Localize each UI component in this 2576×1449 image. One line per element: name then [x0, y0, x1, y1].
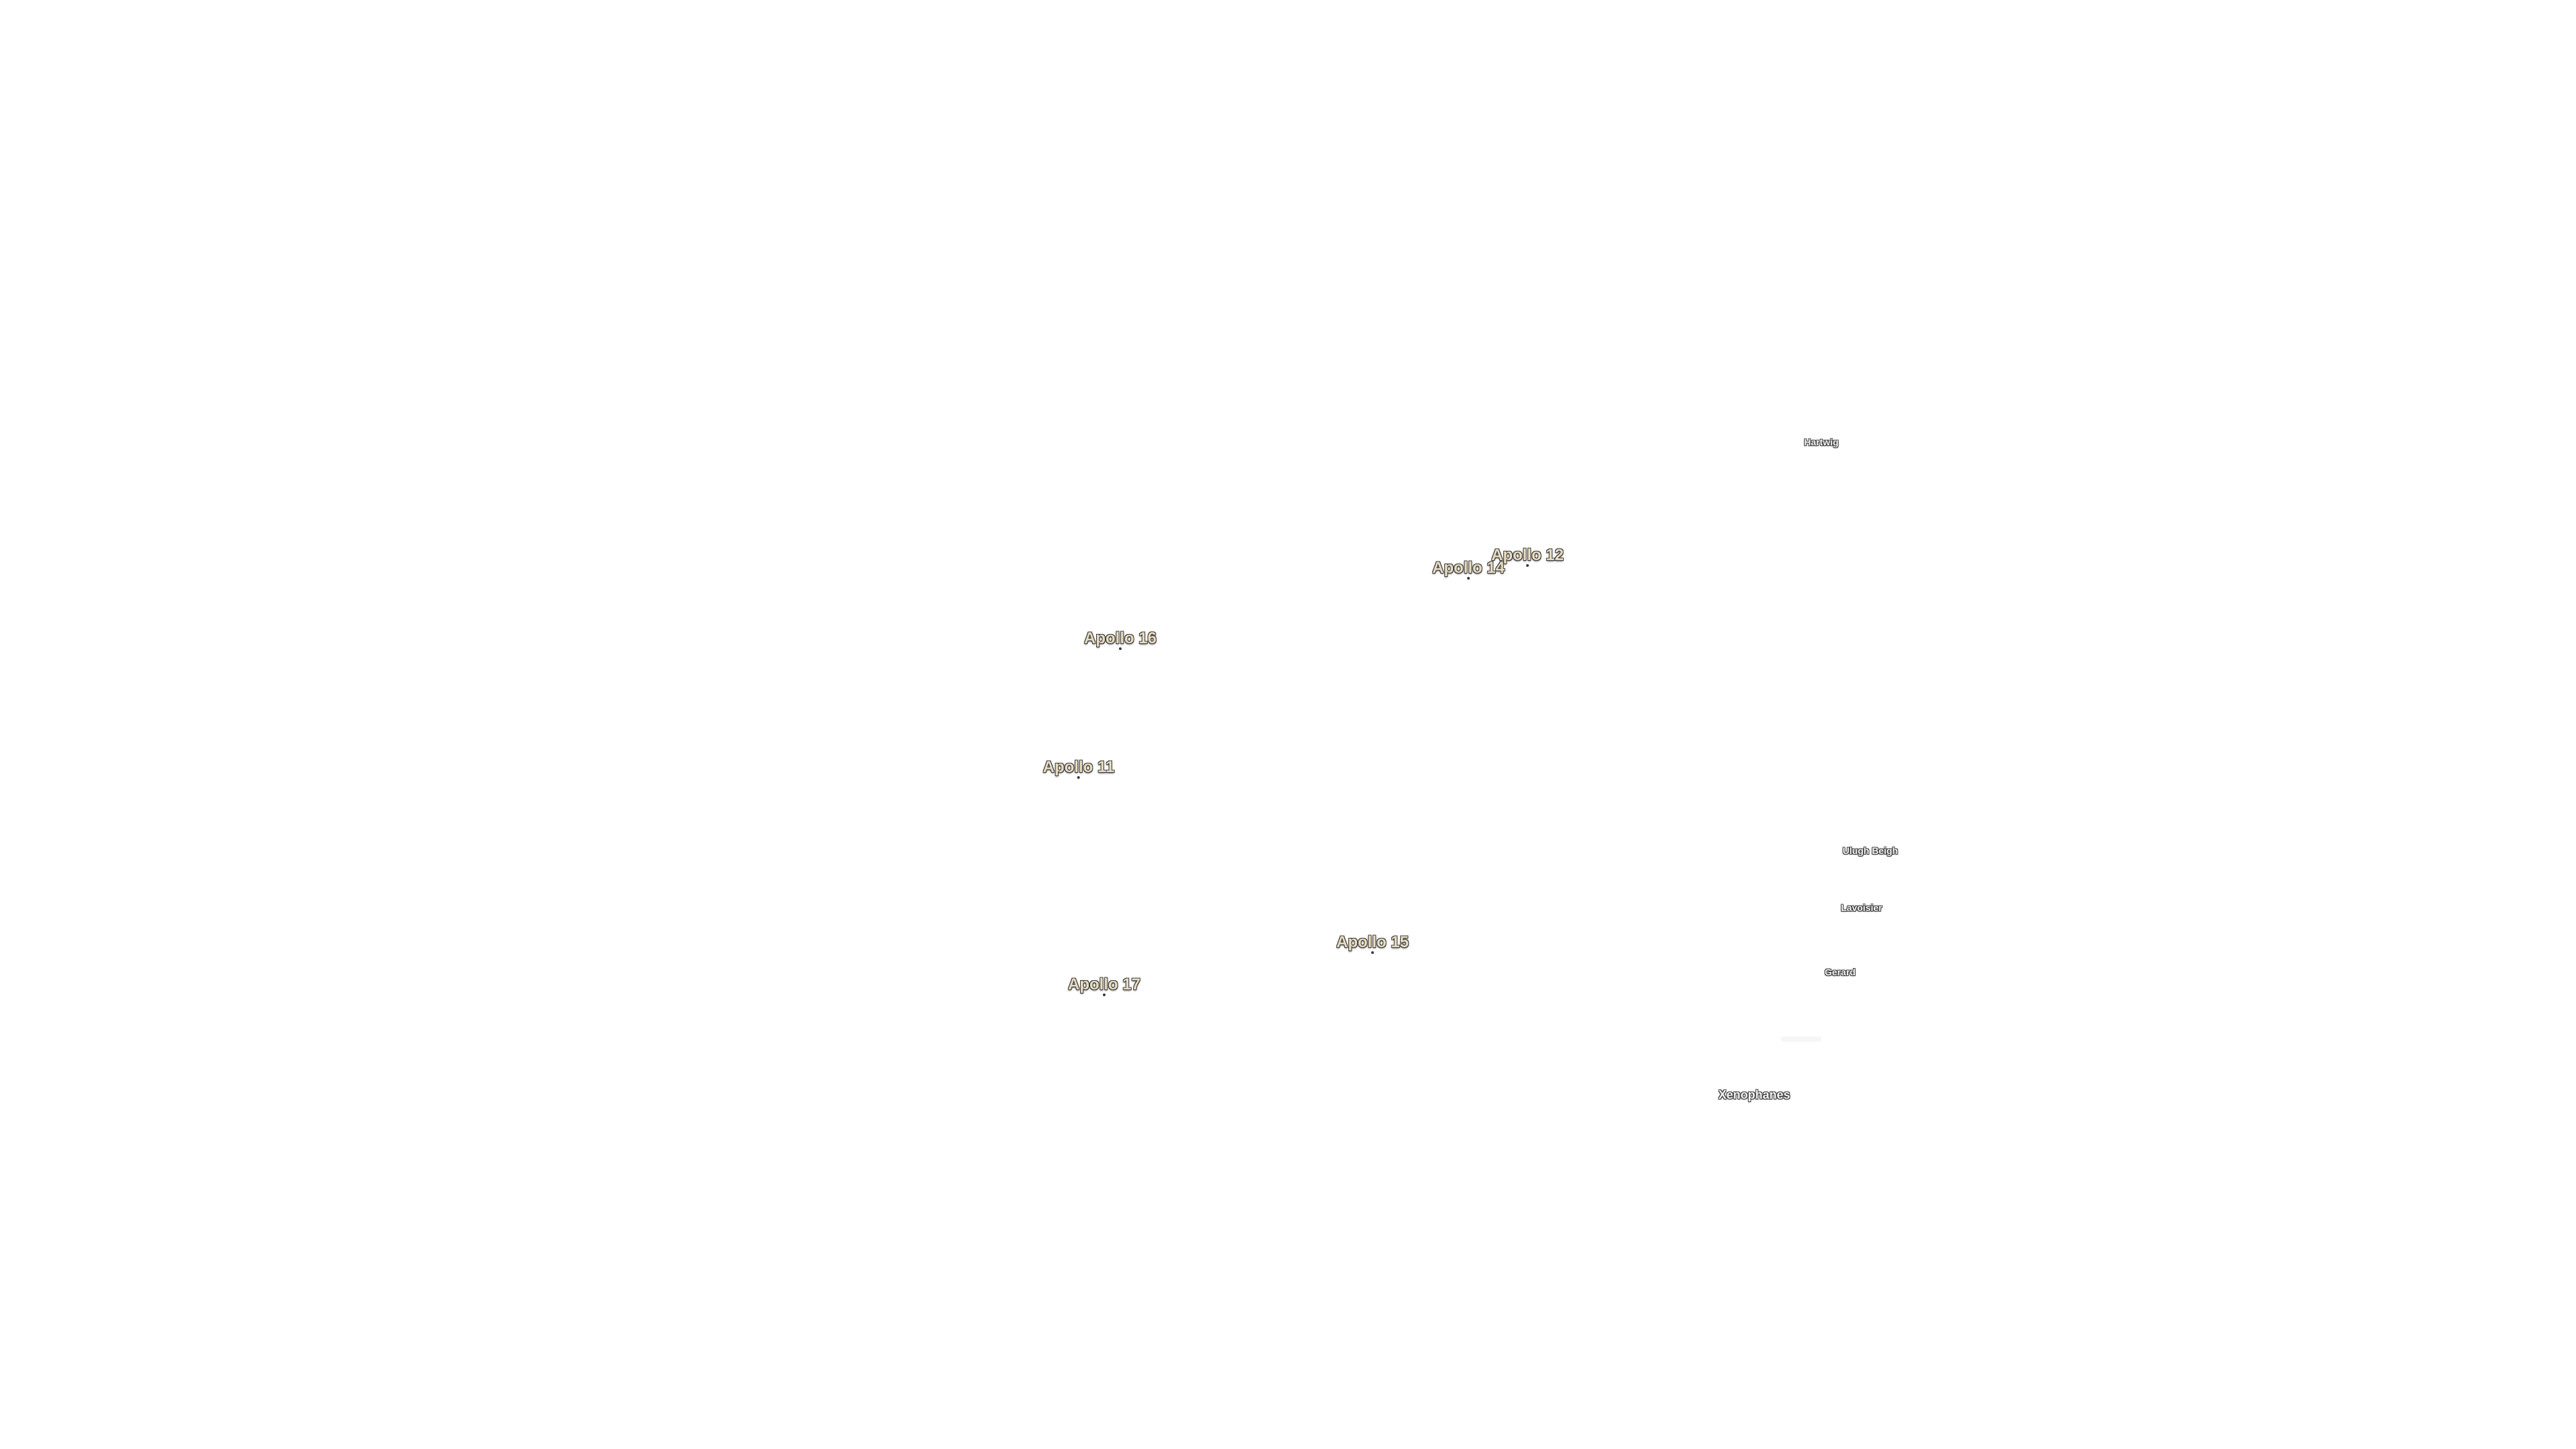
- crater-label: Hartwig: [1804, 437, 1839, 447]
- crater-label: Xenophanes: [1718, 1088, 1790, 1102]
- crater-label-ulugh-beigh[interactable]: Ulugh Beigh: [1843, 846, 1898, 855]
- crater-label: Lavoisier: [1841, 902, 1882, 913]
- landing-site-apollo-17[interactable]: Apollo 17: [1067, 975, 1141, 996]
- landing-site-label: Apollo 14: [1432, 559, 1505, 577]
- landing-site-pin-icon: [1371, 951, 1374, 954]
- landing-site-pin-icon: [1077, 776, 1080, 779]
- landing-site-label: Apollo 11: [1042, 758, 1115, 776]
- crater-label-lavoisier[interactable]: Lavoisier: [1841, 903, 1882, 912]
- landing-site-apollo-15[interactable]: Apollo 15: [1336, 933, 1409, 954]
- landing-site-label: Apollo 15: [1336, 933, 1409, 951]
- landing-site-label: Apollo 17: [1067, 975, 1141, 994]
- landing-site-label: Apollo 16: [1083, 629, 1157, 647]
- landing-site-pin-icon: [1102, 994, 1106, 996]
- landing-site-pin-icon: [1525, 564, 1529, 567]
- landing-site-apollo-14[interactable]: Apollo 14: [1432, 559, 1505, 580]
- crater-label-xenophanes[interactable]: Xenophanes: [1718, 1089, 1790, 1101]
- landing-site-apollo-12[interactable]: Apollo 12: [1491, 546, 1564, 567]
- crater-label-hartwig[interactable]: Hartwig: [1804, 437, 1838, 447]
- landing-site-label: Apollo 12: [1491, 546, 1564, 564]
- crater-label: Gerard: [1825, 967, 1856, 977]
- faint-label-mark: [1781, 1036, 1821, 1042]
- landing-site-pin-icon: [1118, 647, 1122, 650]
- crater-label-gerard[interactable]: Gerard: [1825, 967, 1856, 977]
- landing-site-pin-icon: [1466, 577, 1470, 580]
- landing-site-apollo-16[interactable]: Apollo 16: [1083, 629, 1157, 650]
- crater-label: Ulugh Beigh: [1842, 845, 1898, 856]
- landing-site-apollo-11[interactable]: Apollo 11: [1042, 758, 1115, 779]
